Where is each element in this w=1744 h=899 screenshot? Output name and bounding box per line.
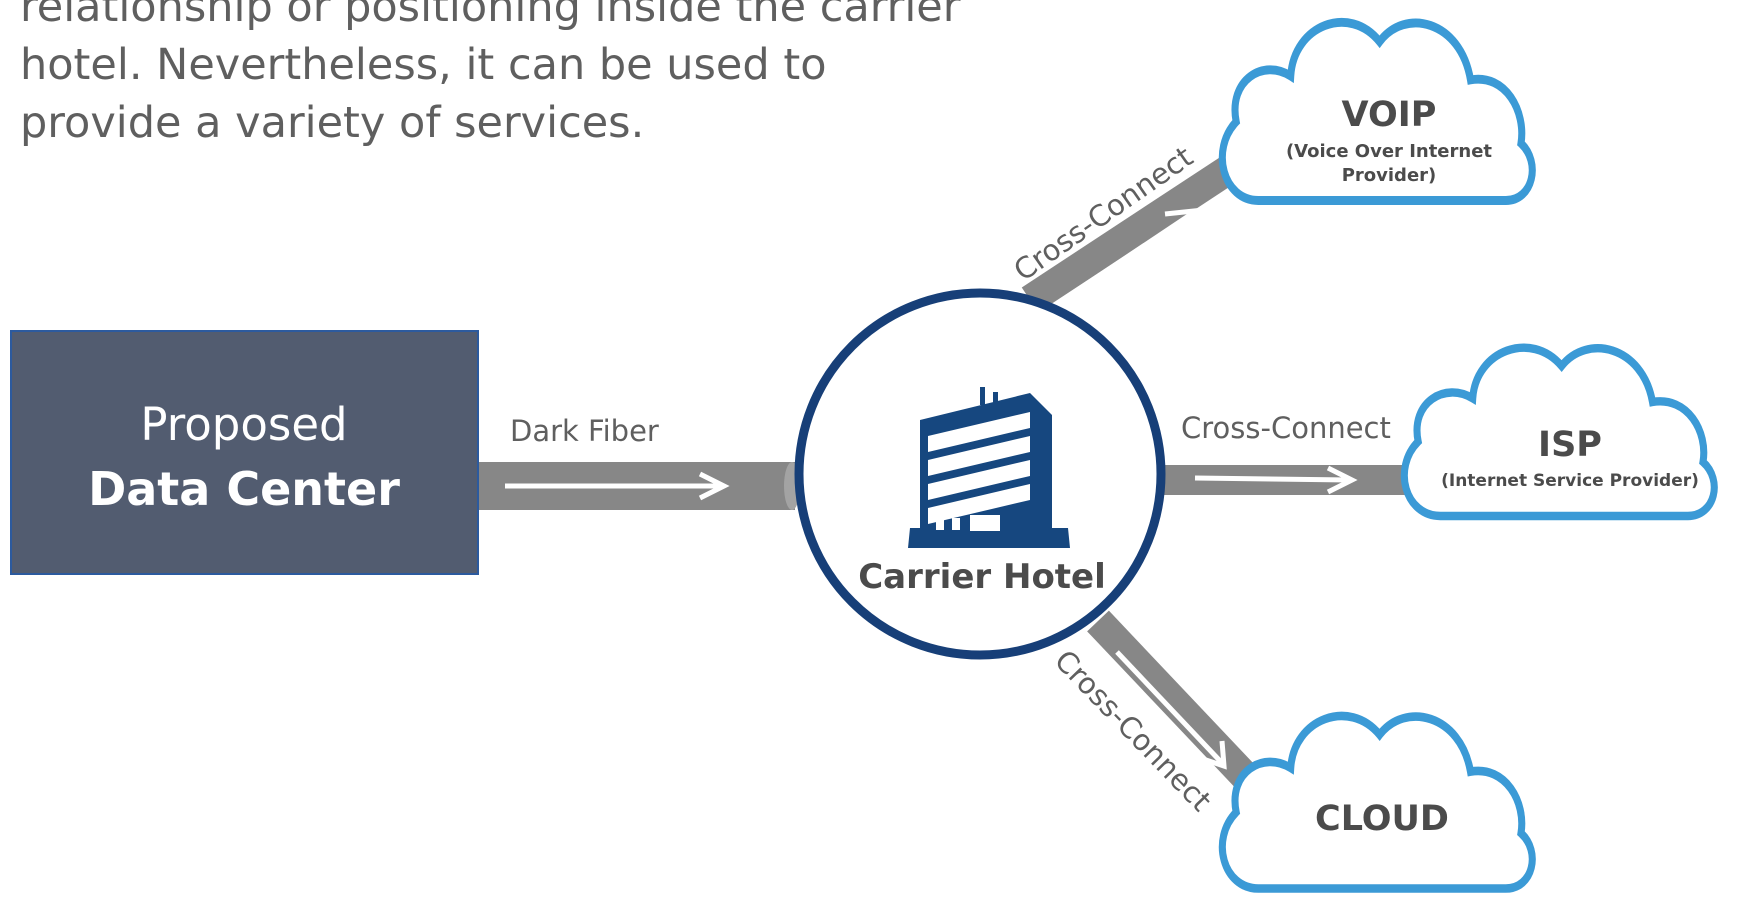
arrow-head-icon: [1164, 208, 1199, 239]
data-center-box: [10, 330, 479, 575]
cloud-title: CLOUD: [1315, 799, 1449, 839]
voip-cloud: VOIP (Voice Over Internet Provider): [1222, 22, 1532, 200]
voip-subtitle-line1: (Voice Over Internet: [1286, 141, 1492, 162]
voip-subtitle-line2: Provider): [1342, 165, 1437, 186]
carrier-hotel-label: Carrier Hotel: [858, 557, 1106, 597]
voip-title: VOIP: [1342, 95, 1437, 135]
data-center-node: Proposed Data Center: [10, 330, 479, 575]
intro-line: relationship or positioning inside the c…: [20, 0, 961, 32]
arrow-head-icon: [1326, 465, 1358, 495]
building-icon: [908, 387, 1070, 548]
isp-link: Cross-Connect: [1160, 411, 1405, 495]
flow-arrow-icon: [1194, 475, 1351, 483]
dark-fiber-label: Dark Fiber: [510, 414, 659, 448]
arrow-head-icon: [698, 471, 730, 501]
cloud-link: Cross-Connect: [1048, 610, 1269, 818]
data-center-label-line2: Data Center: [88, 462, 400, 516]
cloud-pipe: [1087, 610, 1269, 801]
flow-arrow-icon: [1065, 212, 1192, 300]
flow-arrow-icon: [1115, 650, 1224, 765]
dark-fiber-link: Dark Fiber: [479, 414, 800, 510]
voip-link: Cross-Connect: [1008, 140, 1249, 313]
isp-title: ISP: [1538, 425, 1602, 465]
carrier-hotel-node: Carrier Hotel: [794, 288, 1166, 660]
intro-line: hotel. Nevertheless, it can be used to: [20, 40, 827, 90]
data-center-label-line1: Proposed: [140, 398, 347, 451]
intro-line: provide a variety of services.: [20, 98, 645, 148]
cloud-cloud: CLOUD: [1222, 716, 1532, 889]
intro-paragraph: relationship or positioning inside the c…: [20, 0, 961, 152]
arrow-head-icon: [1199, 740, 1227, 770]
isp-cross-connect-label: Cross-Connect: [1181, 411, 1391, 445]
isp-cloud: ISP (Internet Service Provider): [1404, 348, 1714, 516]
isp-subtitle: (Internet Service Provider): [1441, 471, 1699, 491]
voip-pipe: [1021, 149, 1249, 313]
